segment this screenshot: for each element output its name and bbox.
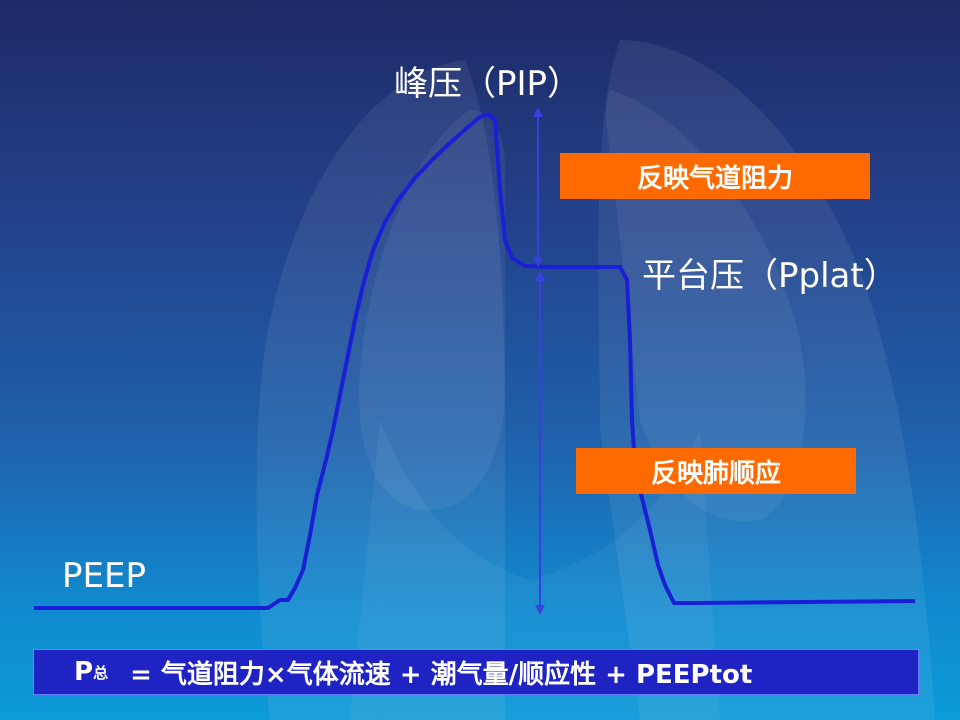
formula-subscript: 总 — [93, 663, 109, 682]
airway-resistance-box: 反映气道阻力 — [560, 153, 870, 199]
peep-label: PEEP — [62, 556, 146, 596]
formula-p: P — [74, 657, 94, 687]
pip-label: 峰压（PIP） — [394, 64, 582, 104]
formula-expression: = 气道阻力×气体流速 + 潮气量/顺应性 + PEEPtot — [130, 659, 753, 690]
pplat-label: 平台压（Pplat） — [642, 256, 898, 296]
lung-compliance-box: 反映肺顺应 — [576, 448, 856, 494]
